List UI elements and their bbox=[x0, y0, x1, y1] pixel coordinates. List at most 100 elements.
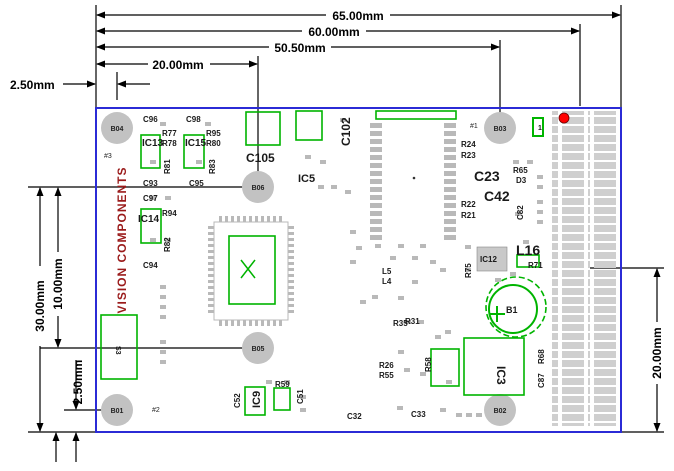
bga-outline bbox=[228, 235, 276, 305]
memory-ic bbox=[370, 123, 456, 240]
hole-label-b02: B02 bbox=[494, 408, 507, 415]
pad bbox=[444, 123, 456, 128]
pad bbox=[231, 320, 234, 326]
label-ic9: IC9 bbox=[251, 391, 263, 408]
pad bbox=[446, 380, 452, 384]
pad bbox=[375, 244, 381, 248]
label-c82: C82 bbox=[516, 205, 525, 220]
pad bbox=[370, 187, 382, 192]
dimension-labels: 65.00mm 60.00mm 50.50mm 20.00mm 2.50mm 3… bbox=[10, 7, 664, 404]
pad bbox=[237, 320, 240, 326]
dim-20-top: 20.00mm bbox=[152, 58, 203, 72]
pad bbox=[237, 216, 240, 222]
pad bbox=[208, 274, 214, 277]
label-r58: R58 bbox=[424, 357, 433, 372]
pin1-marker bbox=[558, 112, 570, 124]
pad bbox=[288, 304, 294, 307]
hole-mark-2: #2 bbox=[152, 407, 160, 414]
pad bbox=[288, 310, 294, 313]
ic15-outline bbox=[183, 134, 205, 169]
ic10-outline bbox=[375, 110, 457, 120]
label-r31: R31 bbox=[405, 317, 420, 326]
label-r81: R81 bbox=[163, 159, 172, 174]
pad bbox=[435, 335, 441, 339]
pad bbox=[208, 310, 214, 313]
pad bbox=[340, 118, 346, 122]
pad bbox=[288, 298, 294, 301]
pad bbox=[370, 227, 382, 232]
pad bbox=[397, 406, 403, 410]
mounting-hole-b06 bbox=[242, 171, 274, 203]
label-c23: C23 bbox=[474, 168, 500, 184]
pad bbox=[279, 320, 282, 326]
pad bbox=[440, 268, 446, 272]
pad bbox=[495, 278, 501, 282]
pad bbox=[370, 235, 382, 240]
dim-2-5-bottom: 2.50mm bbox=[71, 360, 85, 405]
ic13-outline bbox=[140, 134, 161, 169]
pad bbox=[331, 185, 337, 189]
pad bbox=[208, 256, 214, 259]
pad bbox=[288, 262, 294, 265]
pad bbox=[249, 216, 252, 222]
mounting-holes bbox=[101, 112, 516, 426]
label-c95: C95 bbox=[189, 179, 204, 188]
label-r80: R80 bbox=[206, 139, 221, 148]
ic3-outline bbox=[463, 337, 525, 396]
s3-outline bbox=[100, 314, 138, 380]
pad bbox=[160, 315, 166, 319]
pad bbox=[150, 196, 156, 200]
pad bbox=[273, 216, 276, 222]
pad bbox=[370, 211, 382, 216]
label-r71: R71 bbox=[528, 261, 543, 270]
pad bbox=[288, 274, 294, 277]
pad bbox=[255, 320, 258, 326]
pad bbox=[370, 195, 382, 200]
pad bbox=[208, 268, 214, 271]
pad bbox=[288, 250, 294, 253]
pad bbox=[370, 139, 382, 144]
hole-label-b04: B04 bbox=[111, 126, 124, 133]
dim-65: 65.00mm bbox=[332, 9, 383, 23]
pad bbox=[444, 203, 456, 208]
mounting-hole-b02 bbox=[484, 394, 516, 426]
pad bbox=[523, 240, 529, 244]
pad bbox=[160, 360, 166, 364]
label-c52: C52 bbox=[233, 393, 242, 408]
mounting-hole-b04 bbox=[101, 112, 133, 144]
pad bbox=[370, 155, 382, 160]
pad bbox=[444, 155, 456, 160]
battery-b1 bbox=[485, 276, 547, 338]
pad bbox=[537, 220, 543, 224]
pad bbox=[370, 219, 382, 224]
label-c102: C102 bbox=[339, 117, 353, 146]
pad bbox=[537, 200, 543, 204]
label-r95: R95 bbox=[206, 129, 221, 138]
pad bbox=[444, 139, 456, 144]
pad bbox=[160, 350, 166, 354]
pad bbox=[288, 232, 294, 235]
pad bbox=[412, 256, 418, 260]
hole-mark-3: #3 bbox=[104, 153, 112, 160]
pad bbox=[350, 230, 356, 234]
pad bbox=[225, 216, 228, 222]
component-outlines bbox=[100, 110, 540, 416]
label-r22: R22 bbox=[461, 200, 476, 209]
label-c105: C105 bbox=[246, 151, 275, 165]
pad bbox=[430, 260, 436, 264]
right-header-connector bbox=[532, 111, 616, 426]
pad bbox=[279, 216, 282, 222]
label-l5: L5 bbox=[382, 267, 392, 276]
dim-60: 60.00mm bbox=[308, 25, 359, 39]
label-r55: R55 bbox=[379, 371, 394, 380]
pad bbox=[444, 179, 456, 184]
pad bbox=[537, 210, 543, 214]
label-s3: S3 bbox=[114, 346, 121, 355]
pad bbox=[165, 196, 171, 200]
label-r59: R59 bbox=[275, 380, 290, 389]
pad bbox=[370, 179, 382, 184]
pad bbox=[208, 244, 214, 247]
pad bbox=[537, 185, 543, 189]
ic4-outline bbox=[430, 348, 460, 387]
pad bbox=[360, 300, 366, 304]
